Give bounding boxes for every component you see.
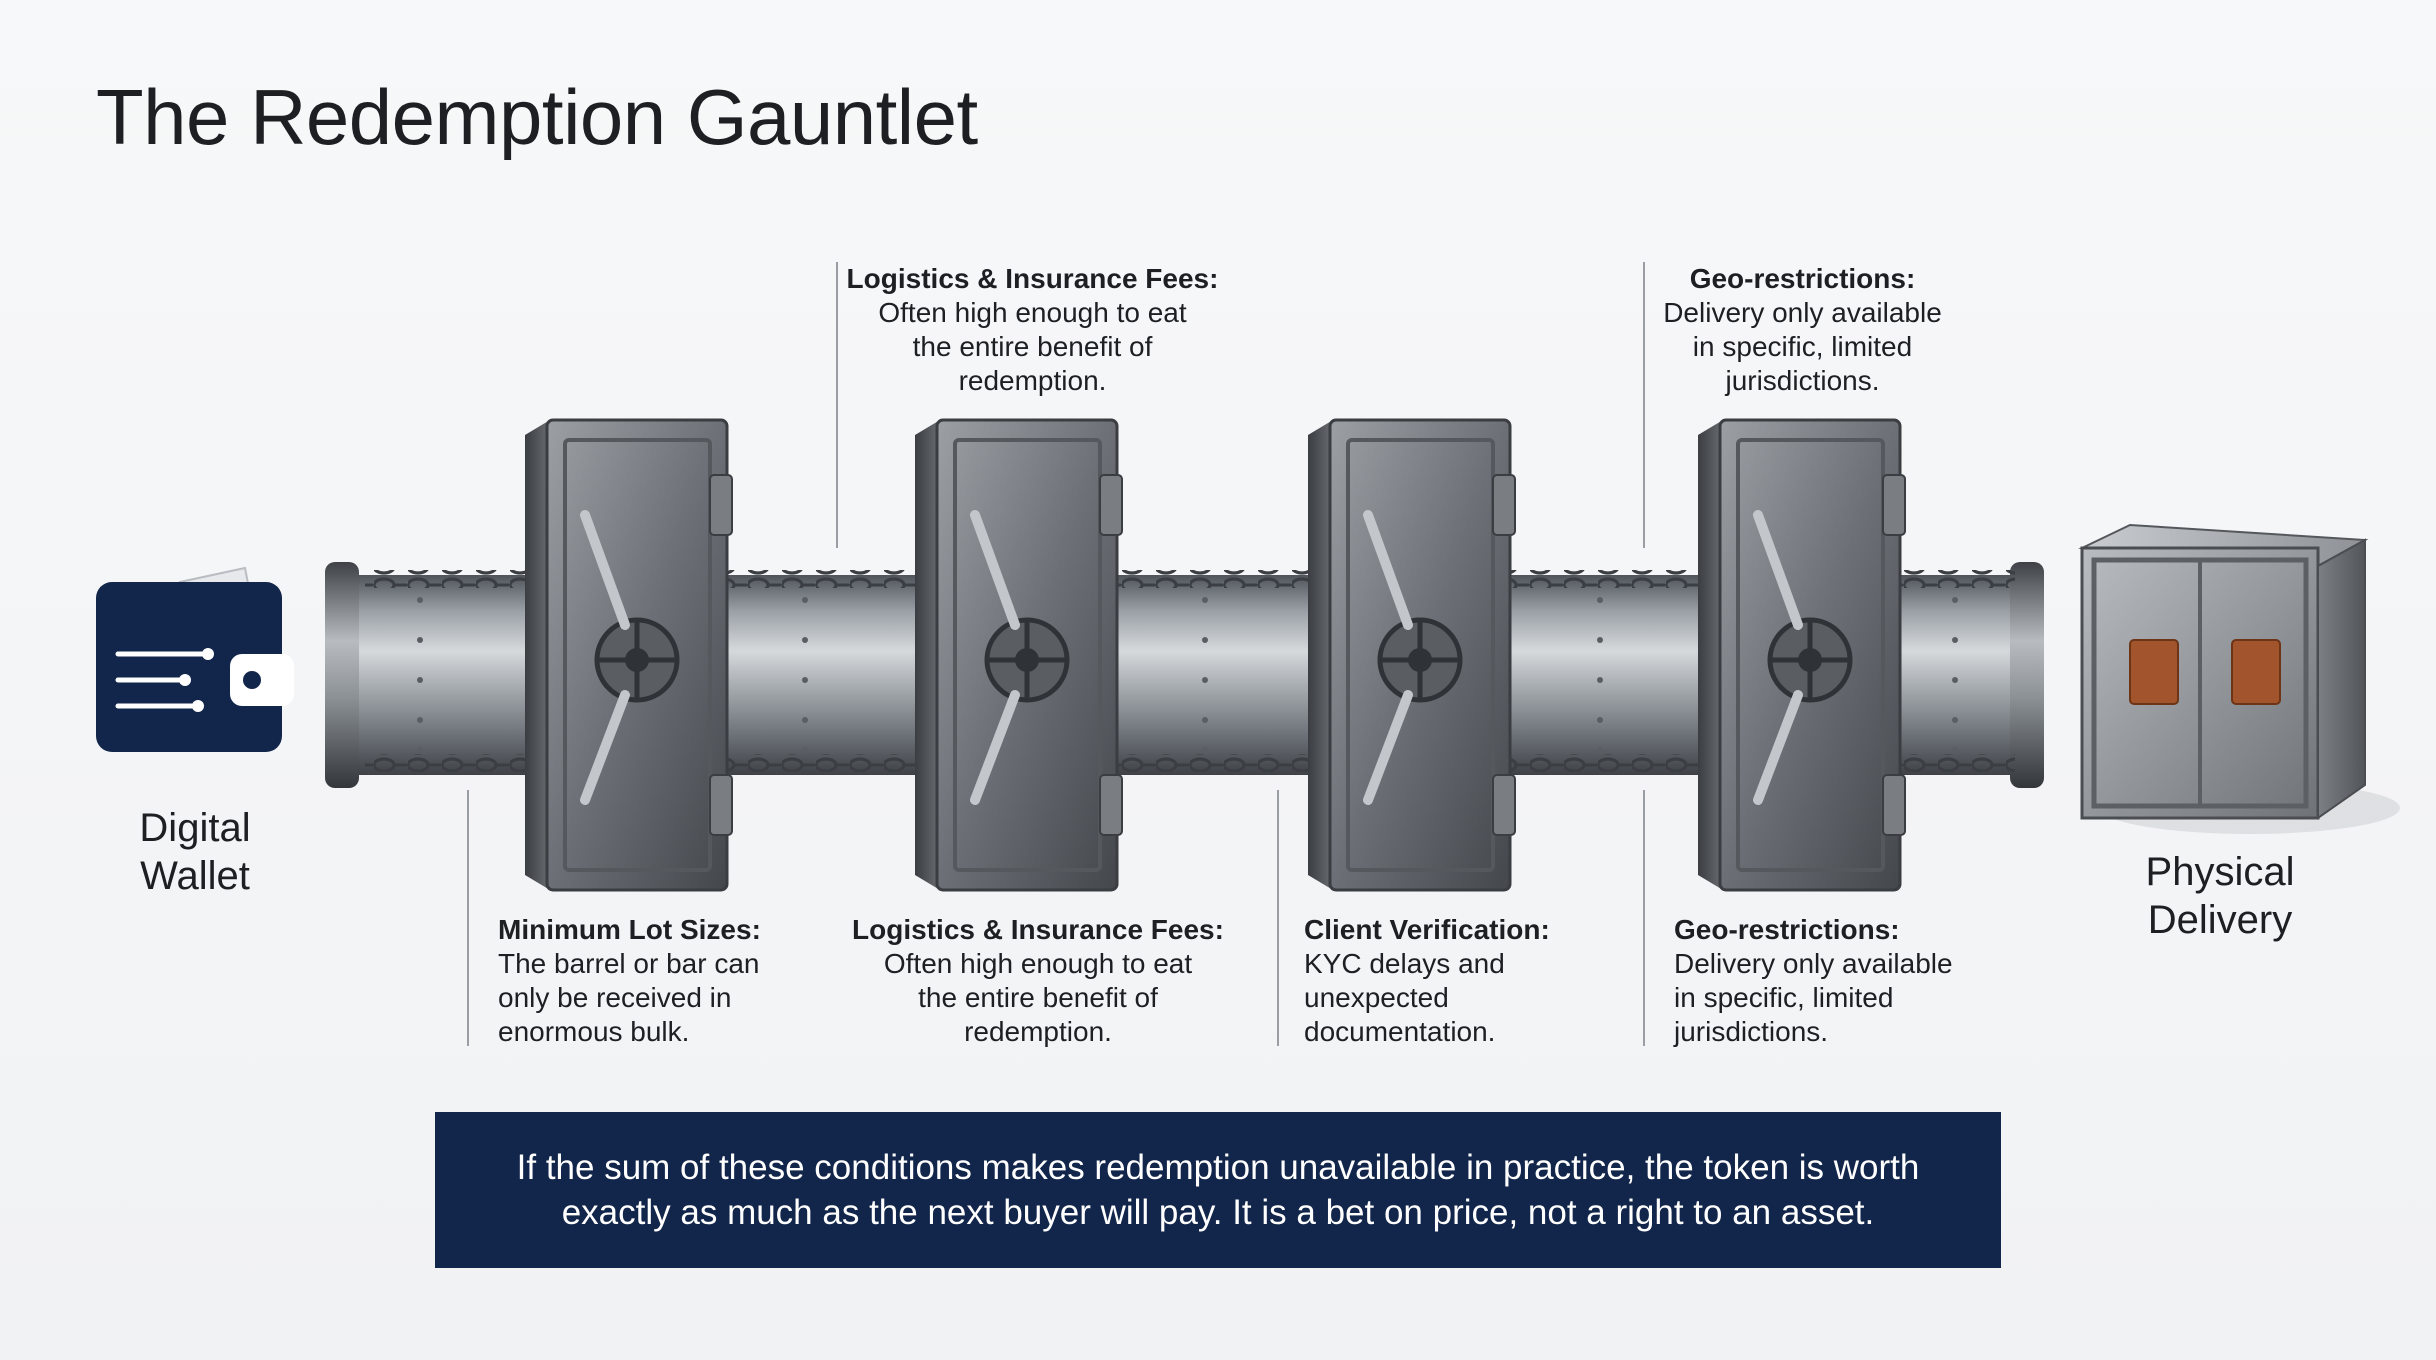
callout-line: Often high enough to eat: [883, 948, 1193, 979]
end-label: Physical Delivery: [2110, 848, 2330, 944]
callout-heading: Logistics & Insurance Fees:: [846, 263, 1219, 294]
start-label-line: Digital: [139, 806, 251, 850]
callout-line: in specific, limited: [1674, 982, 1894, 1013]
callout-heading: Client Verification:: [1304, 914, 1550, 945]
callout-line: enormous bulk.: [498, 1016, 690, 1047]
banner-line: If the sum of these conditions makes red…: [516, 1148, 1920, 1187]
callout-top-logistics: Logistics & Insurance Fees: Often high e…: [830, 262, 1235, 398]
callout-line: The barrel or bar can: [498, 948, 760, 979]
vault-door-icon: [525, 418, 733, 892]
callout-line: Delivery only available: [1663, 297, 1942, 328]
end-label-line: Physical: [2145, 850, 2295, 894]
callout-heading: Geo-restrictions:: [1689, 263, 1916, 294]
callout-bottom-logistics: Logistics & Insurance Fees: Often high e…: [848, 913, 1228, 1049]
callout-line: jurisdictions.: [1725, 365, 1880, 396]
callout-heading: Logistics & Insurance Fees:: [852, 914, 1224, 945]
start-label-line: Wallet: [140, 854, 250, 898]
callout-line: in specific, limited: [1692, 331, 1913, 362]
vault-door-icon: [1698, 418, 1906, 892]
callout-line: jurisdictions.: [1674, 1016, 1829, 1047]
wallet-icon: [96, 566, 294, 752]
start-label: Digital Wallet: [100, 804, 290, 900]
callout-line: unexpected: [1304, 982, 1449, 1013]
chain-icon: [365, 570, 2015, 772]
callout-heading: Geo-restrictions:: [1674, 914, 1900, 945]
callout-line: documentation.: [1304, 1016, 1496, 1047]
callout-bottom-lot-sizes: Minimum Lot Sizes: The barrel or bar can…: [498, 913, 818, 1049]
callout-line: KYC delays and: [1304, 948, 1505, 979]
callout-heading: Minimum Lot Sizes:: [498, 914, 761, 945]
crate-icon: [2078, 523, 2400, 834]
vault-door-icon: [1308, 418, 1516, 892]
callout-bottom-verification: Client Verification: KYC delays and unex…: [1304, 913, 1624, 1049]
summary-banner: If the sum of these conditions makes red…: [435, 1112, 2001, 1268]
callout-bottom-geo: Geo-restrictions: Delivery only availabl…: [1674, 913, 2004, 1049]
callout-line: redemption.: [964, 1016, 1112, 1047]
banner-line: exactly as much as the next buyer will p…: [561, 1193, 1875, 1232]
callout-line: Delivery only available: [1674, 948, 1953, 979]
callout-line: the entire benefit of: [912, 331, 1153, 362]
callout-line: Often high enough to eat: [878, 297, 1187, 328]
page-title: The Redemption Gauntlet: [96, 73, 978, 161]
callout-line: only be received in: [498, 982, 732, 1013]
callout-line: the entire benefit of: [918, 982, 1158, 1013]
vault-door-icon: [915, 418, 1123, 892]
callout-line: redemption.: [958, 365, 1107, 396]
end-label-line: Delivery: [2147, 898, 2293, 942]
callout-top-geo: Geo-restrictions: Delivery only availabl…: [1640, 262, 1965, 398]
